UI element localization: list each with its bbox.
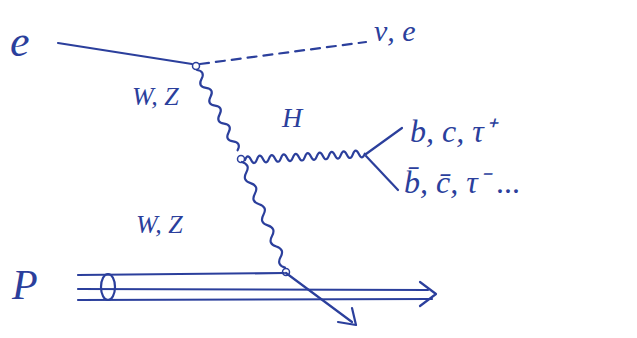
particle-label: b, c, τ⁺ xyxy=(410,115,495,147)
proton-line xyxy=(78,289,428,290)
particle-label: e xyxy=(10,20,30,64)
boson-propagator xyxy=(239,161,288,269)
proton-line xyxy=(78,299,432,300)
outgoing-lepton-line xyxy=(200,42,366,64)
higgs-line xyxy=(245,150,365,163)
boson-label: H xyxy=(282,104,302,132)
antifermion-line xyxy=(366,156,398,190)
fermion-line xyxy=(366,128,402,154)
arrow-head xyxy=(420,282,436,306)
vertex xyxy=(283,269,290,276)
particle-label: ν, e xyxy=(374,16,416,46)
vertex xyxy=(193,63,200,70)
particle-label: P xyxy=(12,264,38,306)
proton-line xyxy=(78,273,284,275)
arrow-head xyxy=(338,308,356,325)
vertex xyxy=(238,156,245,163)
boson-label: W, Z xyxy=(132,84,179,110)
boson-label: W, Z xyxy=(136,212,183,238)
boson-propagator xyxy=(194,68,241,151)
quark-line xyxy=(286,273,352,322)
particle-label: b̄, c̄, τ⁻ ... xyxy=(404,166,521,198)
electron-line xyxy=(58,43,192,64)
proton-blob xyxy=(101,274,115,300)
